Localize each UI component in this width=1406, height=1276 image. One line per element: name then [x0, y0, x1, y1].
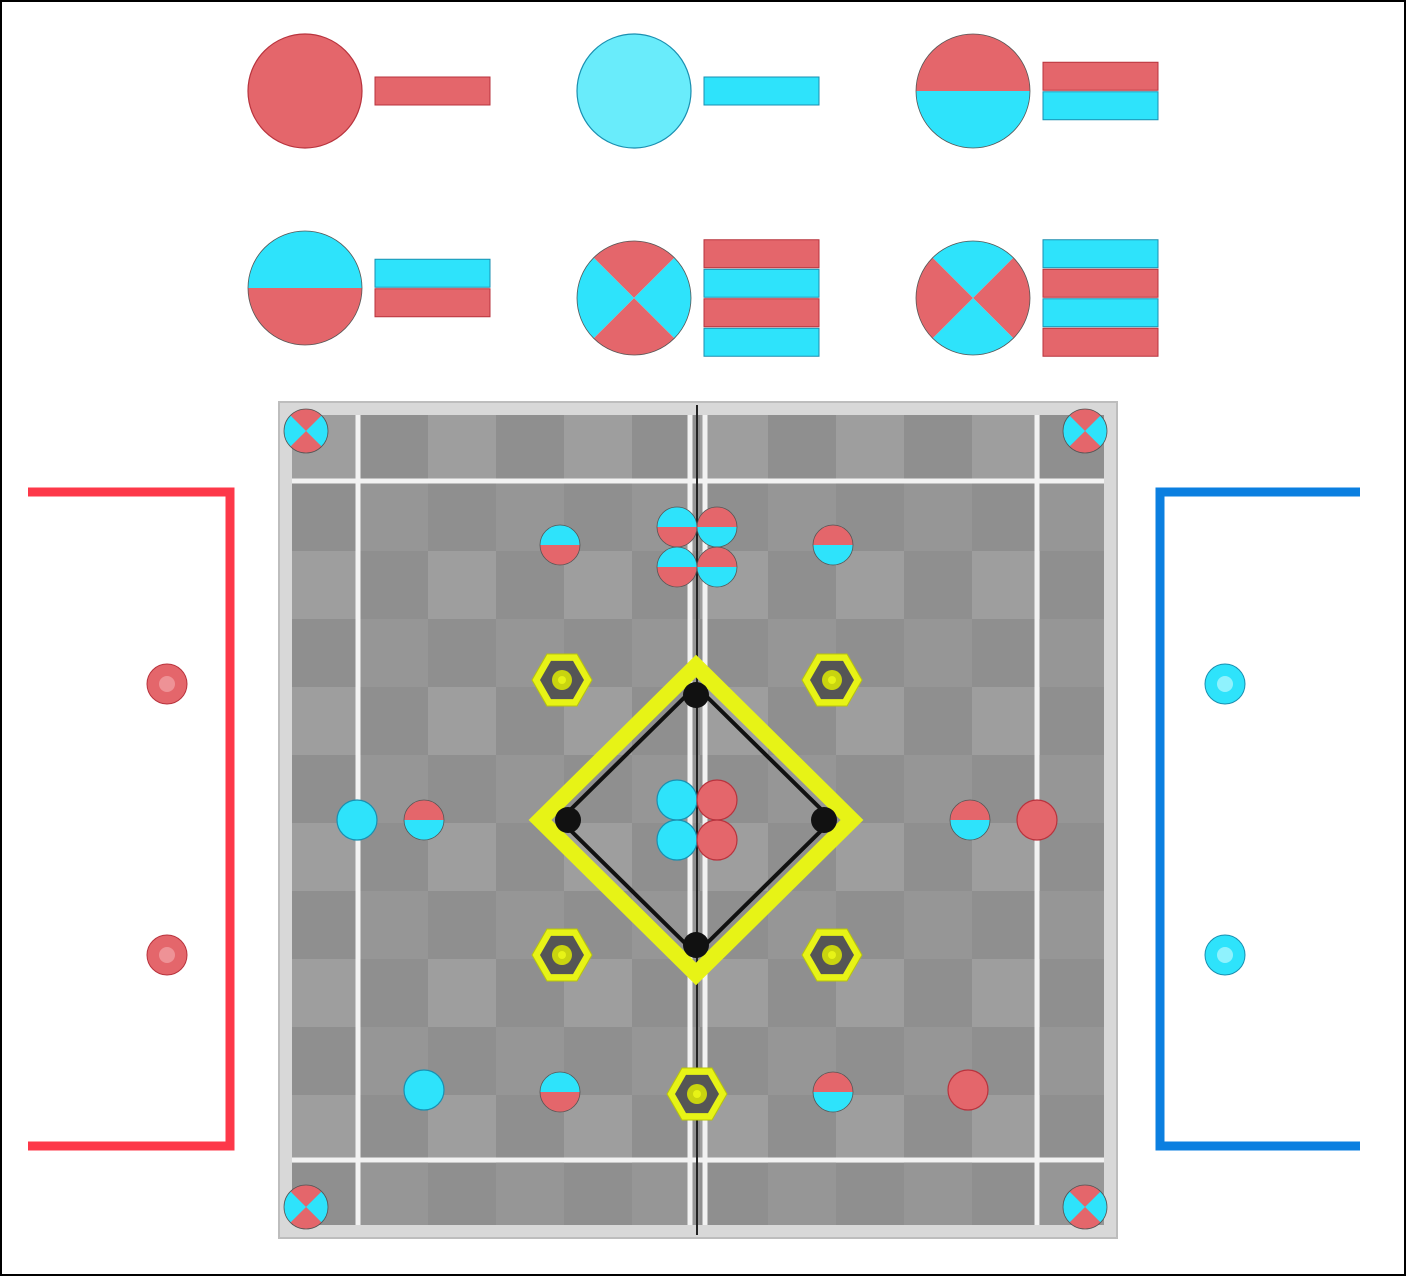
legend-item-blue-top — [248, 231, 490, 345]
game-disc — [1017, 800, 1057, 840]
game-element-legend — [248, 34, 1158, 356]
game-disc — [657, 820, 697, 860]
legend-item-quarter-blue-vertical — [916, 240, 1158, 357]
legend-bar — [704, 240, 819, 268]
red-starting-zone — [28, 492, 230, 1146]
legend-item-all-red — [248, 34, 490, 148]
game-disc — [813, 525, 853, 565]
game-disc — [813, 1072, 853, 1112]
legend-bar — [704, 299, 819, 327]
game-disc — [948, 1070, 988, 1110]
legend-bar — [704, 77, 819, 105]
game-disc — [697, 507, 737, 547]
legend-item-quarter-red-vertical — [577, 240, 819, 357]
game-disc — [697, 780, 737, 820]
legend-item-red-top — [916, 34, 1158, 148]
game-disc — [950, 800, 990, 840]
legend-bar — [375, 289, 490, 317]
legend-disc — [577, 34, 691, 148]
game-disc — [284, 1185, 328, 1229]
legend-disc — [577, 241, 691, 355]
game-disc — [697, 547, 737, 587]
game-disc — [337, 800, 377, 840]
legend-bar — [375, 259, 490, 287]
game-disc — [657, 547, 697, 587]
game-disc — [404, 800, 444, 840]
legend-disc — [248, 34, 362, 148]
blue-starting-zone — [1160, 492, 1360, 1146]
legend-disc — [248, 231, 362, 345]
legend-disc — [916, 34, 1030, 148]
game-disc — [404, 1070, 444, 1110]
legend-bar — [1043, 269, 1158, 297]
game-disc — [1063, 1185, 1107, 1229]
legend-bar — [704, 269, 819, 297]
blue-zone-marker-center — [1217, 676, 1233, 692]
legend-bar — [1043, 240, 1158, 268]
red-zone-marker-center — [159, 947, 175, 963]
red-zone-marker-center — [159, 676, 175, 692]
legend-bar — [1043, 92, 1158, 120]
legend-item-all-blue — [577, 34, 819, 148]
legend-bar — [1043, 62, 1158, 90]
game-disc — [697, 820, 737, 860]
game-disc — [657, 507, 697, 547]
game-disc — [540, 1072, 580, 1112]
legend-bar — [704, 328, 819, 356]
game-disc — [540, 525, 580, 565]
legend-disc — [916, 241, 1030, 355]
blue-zone-marker-center — [1217, 947, 1233, 963]
game-disc — [1063, 409, 1107, 453]
legend-bar — [375, 77, 490, 105]
game-disc — [284, 409, 328, 453]
legend-bar — [1043, 299, 1158, 327]
game-disc — [657, 780, 697, 820]
legend-bar — [1043, 328, 1158, 356]
